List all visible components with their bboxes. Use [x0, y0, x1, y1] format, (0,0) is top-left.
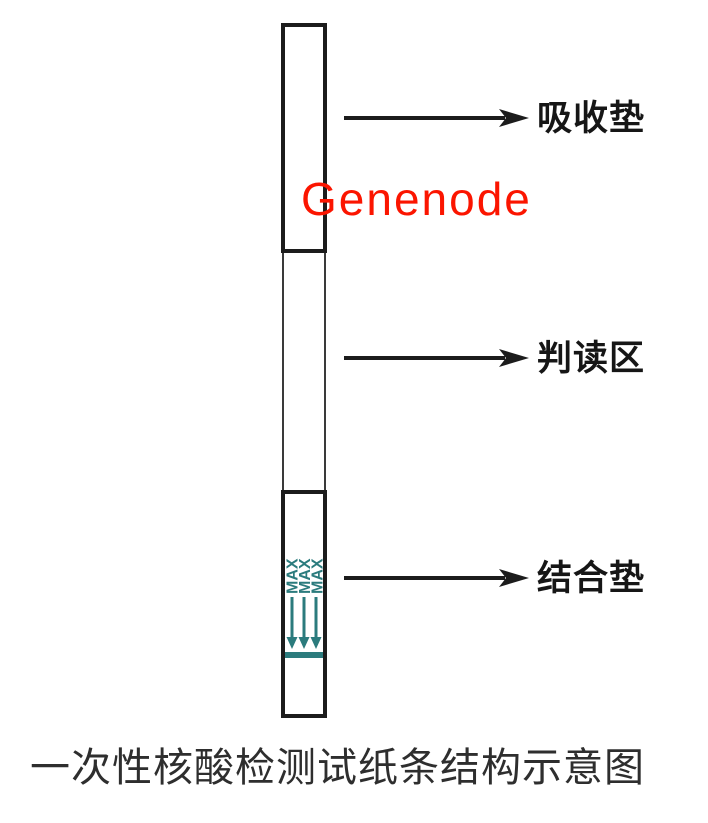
conjugate-line — [285, 652, 323, 658]
strip-reading-zone — [282, 253, 326, 490]
label-absorbent-pad: 吸收垫 — [537, 98, 646, 138]
annotation-reading-zone: 判读区 — [343, 336, 703, 380]
strip-absorbent-pad — [281, 23, 327, 253]
annotation-conjugate-pad: 结合垫 — [343, 556, 703, 600]
down-arrow-head — [298, 637, 310, 649]
max-marker-text: MAX — [297, 558, 314, 594]
label-reading-zone: 判读区 — [537, 338, 646, 378]
annotation-absorbent-pad: 吸收垫 — [343, 96, 703, 140]
arrow-head — [499, 109, 529, 127]
right-arrow-icon — [344, 109, 529, 127]
down-arrow-head — [310, 637, 322, 649]
watermark-text: Genenode — [301, 173, 532, 225]
flow-down-arrows — [286, 597, 322, 649]
arrow-head — [499, 569, 529, 587]
right-arrow-icon — [344, 569, 529, 587]
down-arrow-head — [286, 637, 298, 649]
max-marker-text: MAX — [285, 558, 302, 594]
right-arrow-icon — [344, 349, 529, 367]
strip-conjugate-pad: MAX MAX MAX — [281, 490, 327, 718]
arrow-head — [499, 349, 529, 367]
diagram-caption: 一次性核酸检测试纸条结构示意图 — [30, 745, 645, 790]
label-conjugate-pad: 结合垫 — [537, 558, 646, 598]
max-marker-text: MAX — [310, 558, 324, 594]
conjugate-pad-graphics: MAX MAX MAX — [285, 558, 324, 658]
